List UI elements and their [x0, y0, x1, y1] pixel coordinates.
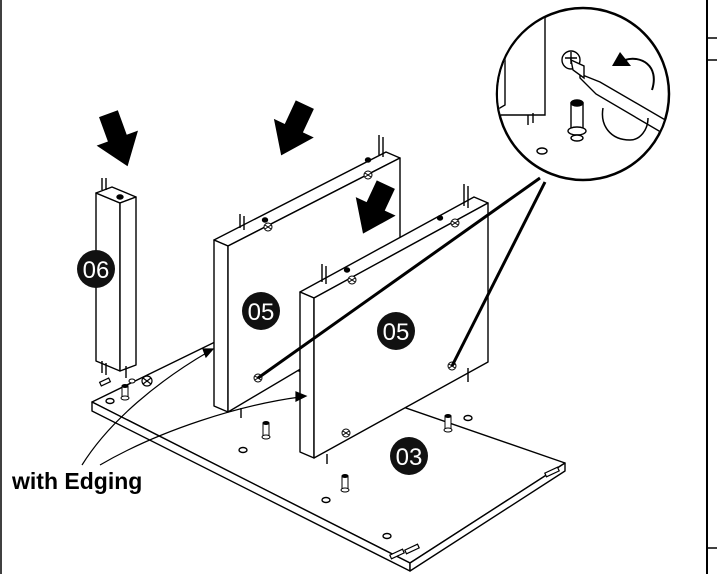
- part-label-05-front: 05: [383, 319, 410, 346]
- dowel-icon: [98, 377, 560, 560]
- down-arrow-icon: [96, 100, 396, 234]
- edging-label: with Edging: [11, 468, 142, 494]
- part-label-05-rear: 05: [248, 299, 275, 326]
- cam-lock-icon: [567, 99, 587, 142]
- part-label-06: 06: [83, 257, 110, 284]
- base-hole: [128, 378, 136, 384]
- detail-magnifier: [495, 6, 671, 182]
- base-screw-icon: [141, 375, 153, 387]
- callout-lines: [257, 176, 547, 380]
- badge-06: 06: [77, 250, 115, 288]
- cam-lock-icon: [120, 384, 453, 493]
- rotate-arrow-icon: [601, 52, 655, 141]
- base-panel-03: [91, 341, 566, 572]
- part-label-03: 03: [396, 444, 423, 471]
- badge-03: 03: [390, 437, 428, 475]
- badge-05-rear: 05: [242, 292, 280, 330]
- edging-arrows: [81, 348, 308, 466]
- badge-05-front: 05: [377, 312, 415, 350]
